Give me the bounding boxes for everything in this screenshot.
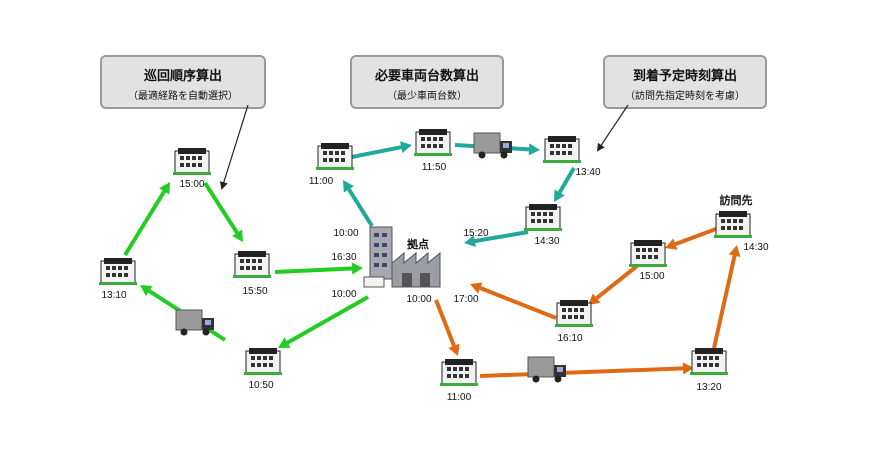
route-arrow-head xyxy=(231,229,243,242)
callout-subtitle: （最少車両台数） xyxy=(387,91,467,102)
route-arrow-line xyxy=(274,266,353,274)
route-arrow-line xyxy=(479,286,557,320)
building-icon xyxy=(98,257,138,286)
time-label: 15:00 xyxy=(639,271,664,282)
building-icon xyxy=(172,147,212,176)
route-arrow-head xyxy=(159,182,170,195)
depot-label: 拠点 xyxy=(407,237,429,251)
callout-arrival-time: 到着予定時刻算出 （訪問先指定時刻を考慮） xyxy=(603,55,767,109)
route-arrow-line xyxy=(203,181,239,234)
pointer-line xyxy=(596,104,629,152)
callout-visit-order: 巡回順序算出 （最適経路を自動選択） xyxy=(100,55,266,109)
route-arrow-head xyxy=(554,189,565,202)
building-icon xyxy=(713,210,753,239)
route-arrow-head xyxy=(588,293,601,305)
route-arrow-line xyxy=(286,295,369,345)
time-label: 16:30 xyxy=(331,252,356,263)
time-label: 13:40 xyxy=(575,167,600,178)
building-icon xyxy=(315,142,355,171)
time-label: 10:00 xyxy=(406,294,431,305)
route-arrow-line xyxy=(123,190,166,257)
time-label: 16:10 xyxy=(557,333,582,344)
route-arrow-head xyxy=(464,235,476,248)
building-icon xyxy=(554,299,594,328)
route-arrow-head xyxy=(140,285,153,297)
visit-label: 訪問先 xyxy=(720,193,753,207)
building-icon xyxy=(542,135,582,164)
route-arrow-line xyxy=(474,230,529,244)
route-arrow-head xyxy=(278,337,291,348)
route-arrow-head xyxy=(448,343,460,356)
callout-title: 到着予定時刻算出 xyxy=(632,69,737,84)
route-arrow-head xyxy=(528,143,540,156)
route-arrow-line xyxy=(712,255,737,349)
building-icon xyxy=(232,250,272,279)
route-arrow-head xyxy=(400,141,412,154)
depot-icon xyxy=(363,226,441,288)
building-icon xyxy=(243,347,283,376)
building-icon xyxy=(689,347,729,376)
pointer-line xyxy=(219,104,249,190)
time-label: 14:30 xyxy=(743,242,768,253)
time-label: 13:20 xyxy=(696,382,721,393)
route-arrow-line xyxy=(351,145,402,159)
time-label: 11:00 xyxy=(309,176,334,187)
time-label: 10:50 xyxy=(248,380,273,391)
route-arrow-line xyxy=(595,264,639,300)
time-label: 10:00 xyxy=(331,289,356,300)
callout-subtitle: （最適経路を自動選択） xyxy=(128,91,238,102)
route-arrow-head xyxy=(343,180,354,193)
callout-pointers xyxy=(219,104,629,190)
route-arrow-head xyxy=(351,262,363,275)
route-arrow-head xyxy=(470,282,483,294)
route-arrow-line xyxy=(347,188,374,228)
time-label: 17:00 xyxy=(453,294,478,305)
time-label: 15:50 xyxy=(242,286,267,297)
time-label: 14:30 xyxy=(534,236,559,247)
callout-vehicle-count: 必要車両台数算出 （最少車両台数） xyxy=(350,55,504,109)
callout-title: 必要車両台数算出 xyxy=(374,69,479,84)
building-icon xyxy=(628,239,668,268)
time-label: 15:20 xyxy=(463,228,488,239)
route-arrow-head xyxy=(665,238,678,250)
truck-icon xyxy=(175,309,215,336)
time-label: 10:00 xyxy=(333,228,358,239)
route-arrow-line xyxy=(557,166,576,194)
time-label: 15:00 xyxy=(179,179,204,190)
route-arrow-head xyxy=(682,362,694,375)
route-arrow-line xyxy=(434,299,456,347)
route-arrow-line xyxy=(479,366,684,378)
truck-icon xyxy=(527,356,567,383)
truck-icon xyxy=(473,132,513,159)
time-label: 11:50 xyxy=(422,162,447,173)
route-arrow-head xyxy=(728,245,741,258)
time-label: 11:00 xyxy=(447,392,472,403)
callout-subtitle: （訪問先指定時刻を考慮） xyxy=(625,91,745,102)
building-icon xyxy=(413,128,453,157)
callout-title: 巡回順序算出 xyxy=(143,69,222,84)
time-label: 13:10 xyxy=(101,290,126,301)
building-icon xyxy=(439,358,479,387)
building-icon xyxy=(523,203,563,232)
